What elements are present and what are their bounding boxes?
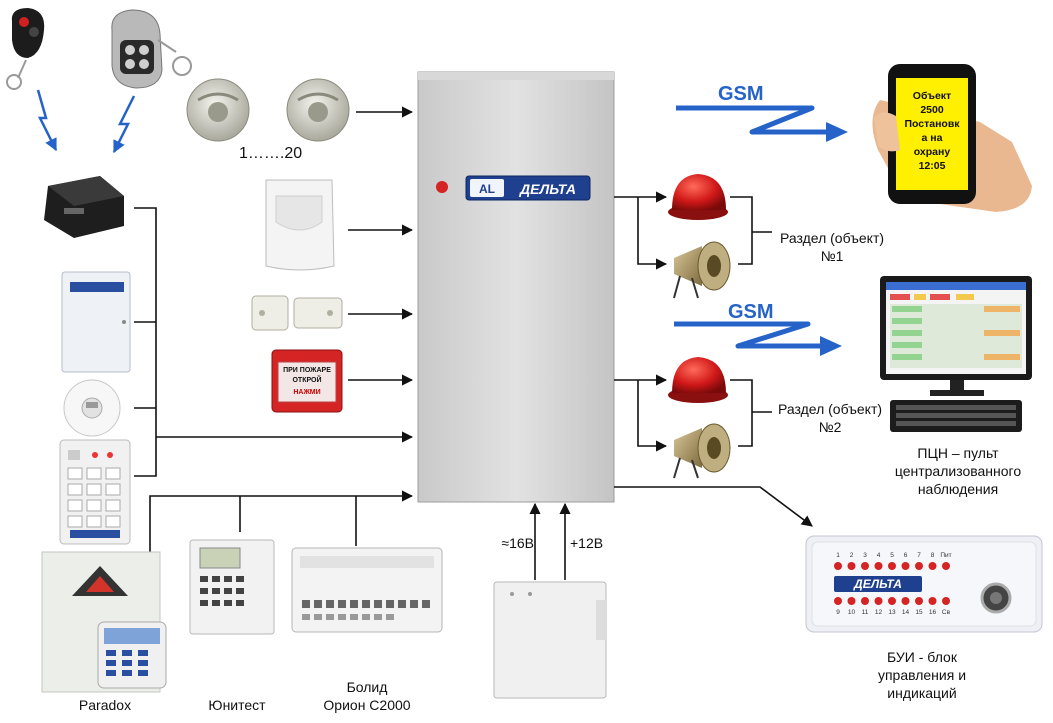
input-arrows (348, 106, 414, 386)
bui-led-number: 12 (875, 609, 883, 616)
expander-module-icon (61, 271, 131, 373)
monitoring-computer-icon (880, 276, 1032, 432)
bui-label-3: индикаций (887, 685, 956, 701)
ptsn-label-1: ПЦН – пульт (917, 445, 999, 461)
phone-line-1: Объект (913, 90, 951, 102)
bui-led-number: 4 (877, 552, 881, 559)
bui-led-icon (847, 597, 856, 605)
bui-led-icon (888, 597, 896, 605)
gsm-label-bottom: GSM (728, 301, 774, 323)
call-point-text-3: НАЖМИ (293, 389, 320, 396)
output-lines (614, 191, 813, 527)
call-point-text-1: ПРИ ПОЖАРЕ (283, 367, 331, 374)
wireless-signal-icon (36, 89, 136, 154)
phone-line-3: Постановк (904, 118, 960, 130)
phone-line-5: охрану (914, 146, 951, 158)
bui-led-icon (874, 597, 883, 605)
paradox-panel-icon (41, 551, 167, 693)
paradox-label: Paradox (79, 697, 131, 713)
bui-led-icon (915, 597, 923, 605)
bui-led-icon (834, 562, 842, 570)
bui-led-number: 9 (836, 609, 840, 616)
panel-brand: ДЕЛЬТА (519, 181, 576, 197)
gsm-signal-top: GSM (676, 83, 848, 142)
bui-led-icon (861, 562, 869, 570)
bui-led-icon (901, 597, 910, 605)
bui-led-number: Св (942, 609, 951, 616)
ptsn-label-2: централизованного (895, 463, 1022, 479)
bolid-label-2: Орион С2000 (323, 697, 410, 713)
bui-led-number: 13 (888, 609, 896, 616)
section2-label-2: №2 (819, 419, 842, 435)
bui-led-number: 16 (929, 609, 937, 616)
panel-led-icon (436, 181, 448, 193)
bui-led-number: 15 (915, 609, 923, 616)
horn-speaker-icon (673, 241, 731, 479)
bui-led-icon (942, 562, 950, 570)
bui-led-number: 10 (848, 609, 856, 616)
bolid-orion-device-icon (291, 547, 443, 633)
bui-led-number: 2 (850, 552, 854, 559)
bui-led-number: 14 (902, 609, 910, 616)
section2-label-1: Раздел (объект) (778, 401, 882, 417)
gsm-signal-bottom: GSM (674, 301, 842, 356)
detectors-range-label: 1…….20 (239, 145, 302, 162)
bui-led-number: Пит (940, 552, 951, 559)
bui-led-number: 1 (836, 552, 840, 559)
phone-screen-text: Объект 2500 Постановк а на охрану 12:05 (904, 90, 960, 172)
phone-line-2: 2500 (920, 104, 944, 116)
phone-line-4: а на (922, 132, 943, 144)
bui-led-icon (888, 562, 896, 570)
smoke-detector-icon (186, 78, 350, 142)
keyfob-silver-icon (111, 9, 192, 89)
keyfob-black-icon (6, 8, 45, 90)
call-point-text-2: ОТКРОЙ (292, 375, 321, 384)
bui-label-2: управления и (878, 667, 966, 683)
bui-led-number: 5 (890, 552, 894, 559)
unitest-label: Юнитест (208, 697, 266, 713)
gsm-label-top: GSM (718, 83, 764, 105)
door-contact-icon (251, 295, 343, 331)
bui-led-icon (928, 597, 937, 605)
bui-led-number: 11 (862, 609, 869, 616)
bui-led-icon (942, 597, 950, 605)
dc-power-label: +12В (570, 535, 603, 551)
bui-led-icon (874, 562, 883, 570)
bui-led-icon (834, 597, 842, 605)
bui-label-1: БУИ - блок (887, 649, 958, 665)
section1-label-2: №1 (821, 248, 844, 264)
bui-led-icon (928, 562, 937, 570)
bui-led-icon (915, 562, 923, 570)
unitest-device-icon (189, 539, 275, 635)
bui-led-icon (847, 562, 856, 570)
phone-line-6: 12:05 (919, 160, 946, 172)
manual-call-point-icon: ПРИ ПОЖАРЕ ОТКРОЙ НАЖМИ (271, 349, 343, 413)
bui-led-icon (901, 562, 910, 570)
panel-logo: AL (479, 182, 495, 196)
ac-power-label: ≈16В (501, 535, 534, 551)
bui-led-number: 6 (904, 552, 908, 559)
bui-led-number: 8 (931, 552, 935, 559)
wireless-receiver-icon (44, 176, 124, 238)
bui-led-number: 3 (863, 552, 867, 559)
control-panel: AL ДЕЛЬТА (417, 71, 615, 503)
left-bus-lines (134, 207, 414, 477)
siren-icon (668, 174, 728, 403)
bui-led-icon (861, 597, 869, 605)
ceiling-detector-icon (63, 379, 121, 437)
power-supply-icon (493, 581, 607, 699)
ptsn-label-3: наблюдения (918, 481, 998, 497)
bolid-label-1: Болид (347, 679, 388, 695)
mobile-phone-icon (872, 64, 1032, 212)
bui-led-number: 7 (917, 552, 921, 559)
section1-label-1: Раздел (объект) (780, 230, 884, 246)
bui-brand: ДЕЛЬТА (853, 577, 902, 591)
bottom-bus-lines (149, 490, 571, 580)
bui-control-unit: ДЕЛЬТА (805, 535, 1043, 633)
motion-detector-icon (265, 179, 335, 271)
keypad-icon (59, 439, 131, 545)
